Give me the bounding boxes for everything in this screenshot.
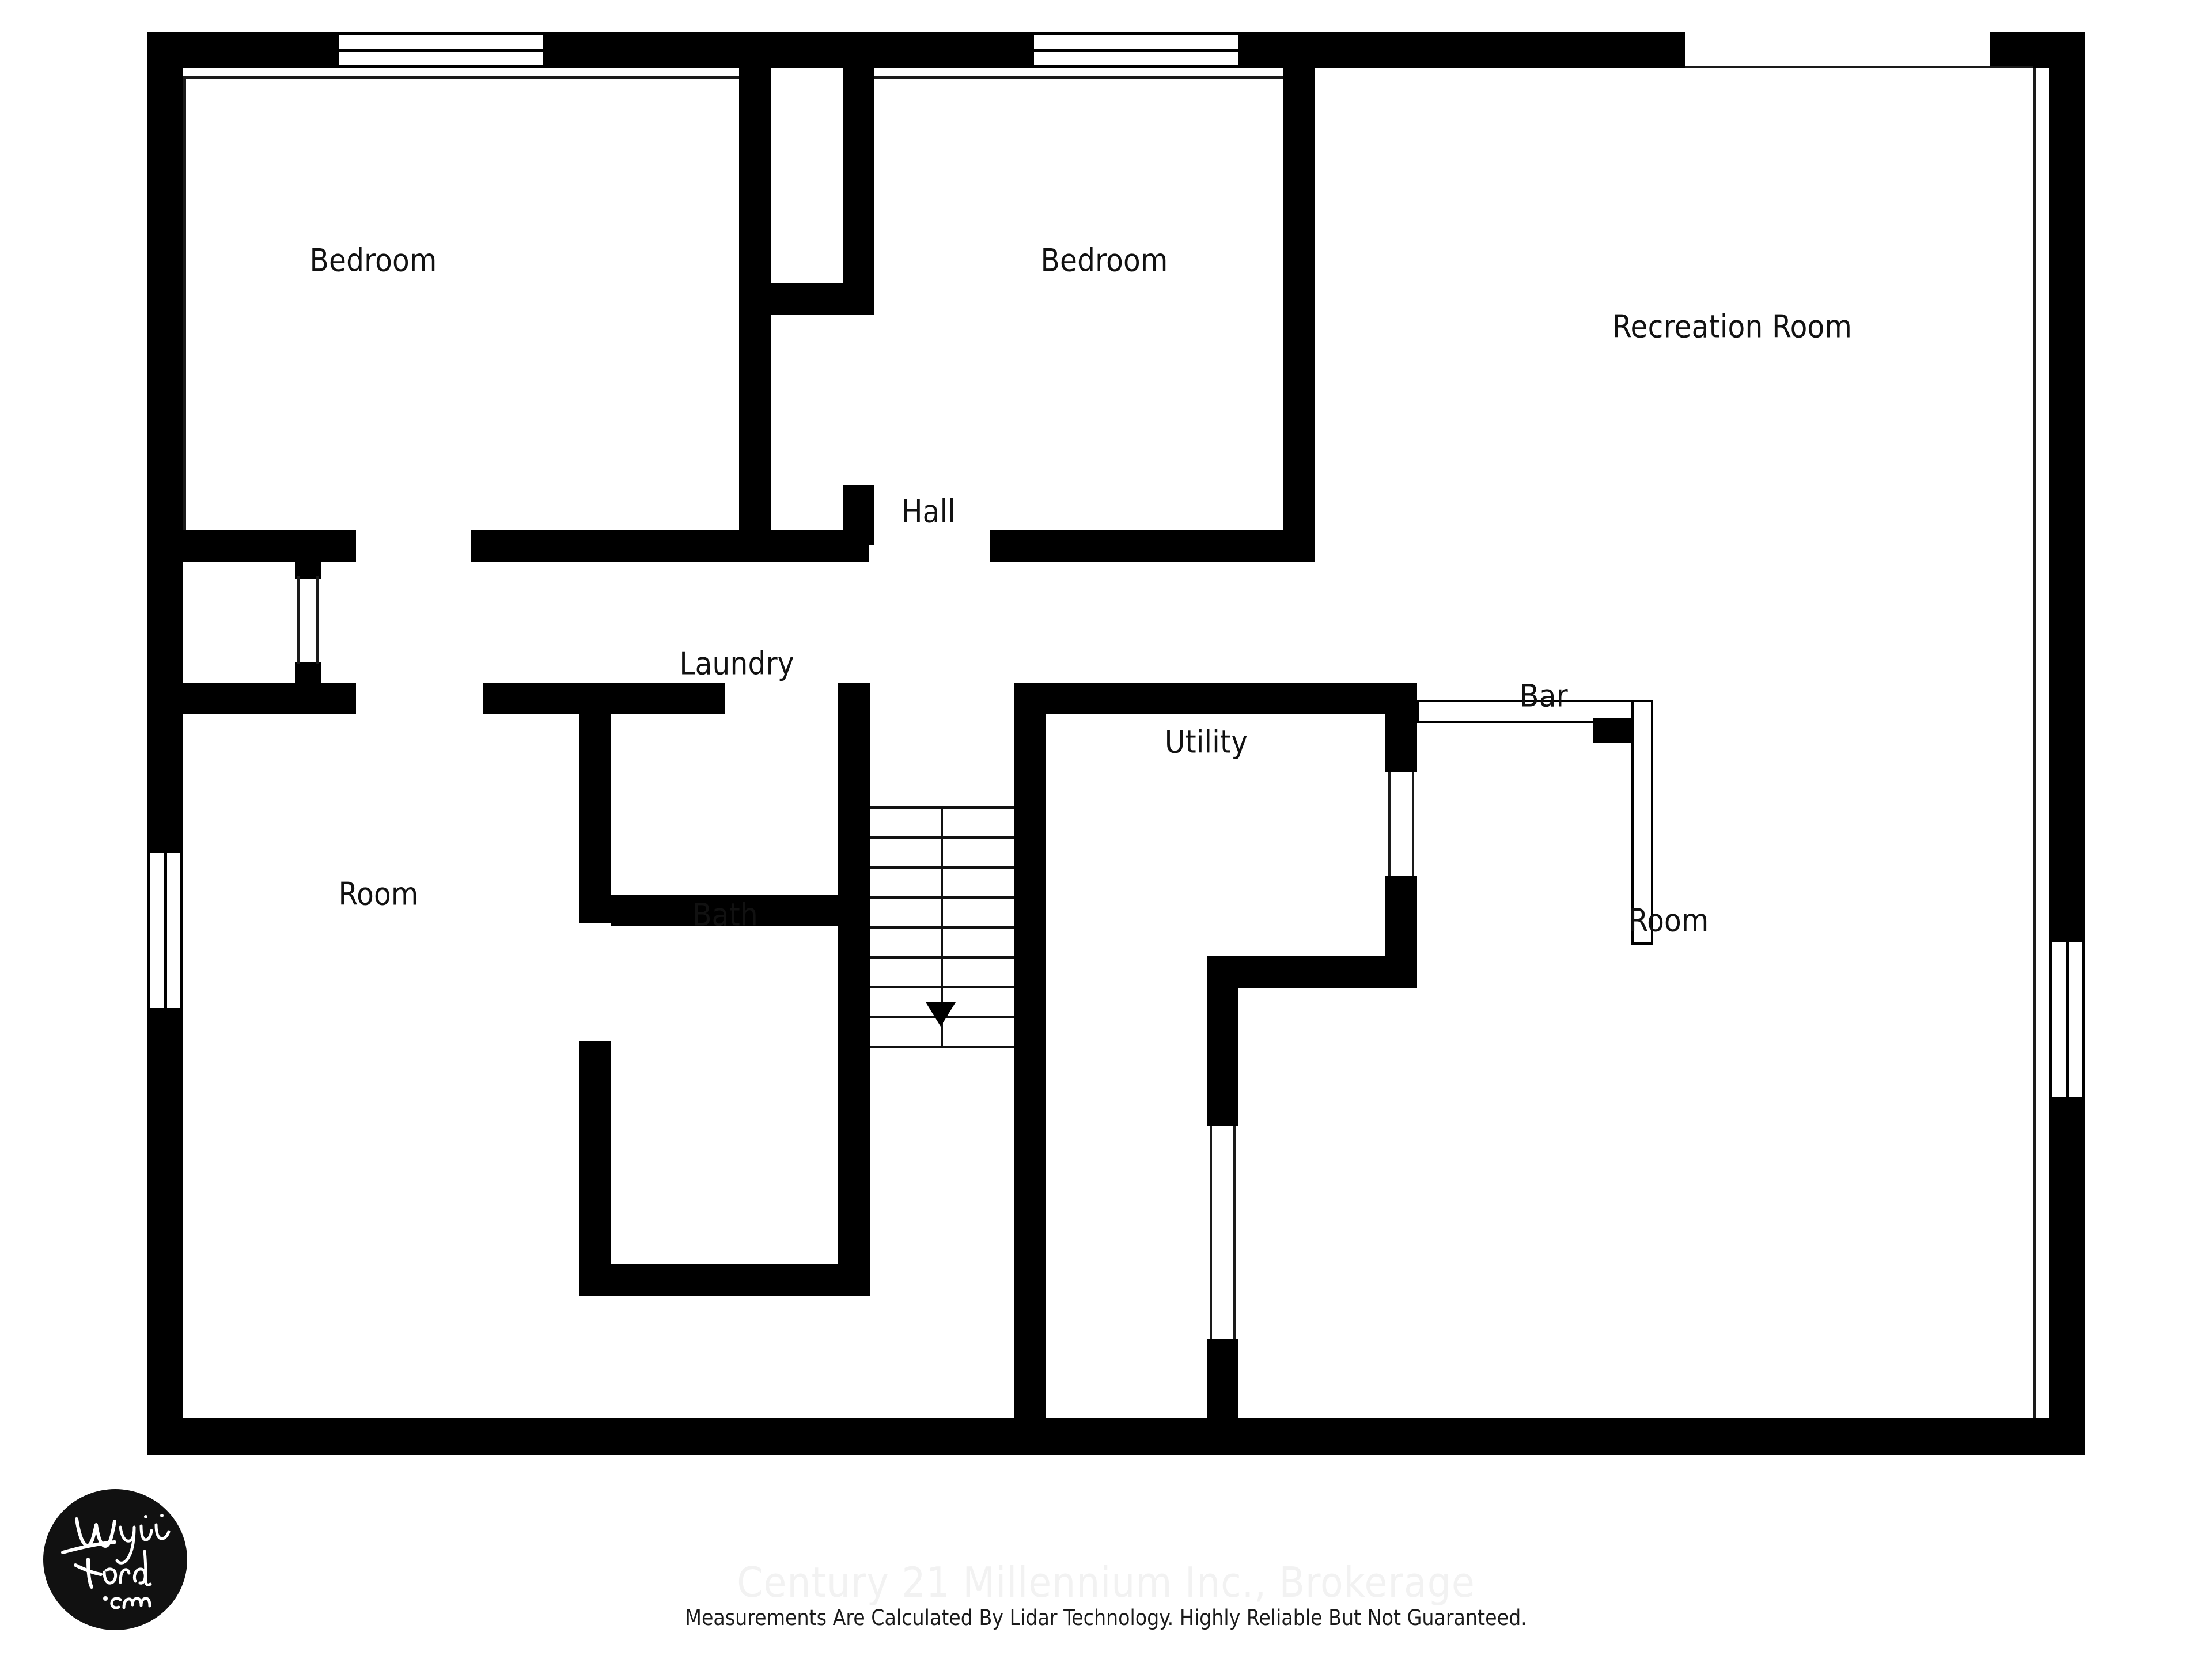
stair-tread xyxy=(870,866,1014,896)
window-left-side xyxy=(147,853,183,1008)
exterior-wall-right xyxy=(2049,32,2085,1455)
interior-wall-hall-north-center xyxy=(471,530,869,562)
utility-wall-left xyxy=(1014,683,1046,1455)
room-label-recreation-room: Recreation Room xyxy=(1612,308,1852,345)
measurement-disclaimer: Measurements Are Calculated By Lidar Tec… xyxy=(685,1605,1527,1630)
left-closet-door-line-a xyxy=(297,576,300,664)
bath-door-opening xyxy=(579,923,611,1041)
bath-wall-bottom xyxy=(579,1264,870,1296)
closet-door-opening xyxy=(843,315,874,485)
stair-tread xyxy=(870,836,1014,866)
bar-counter-post xyxy=(1593,718,1631,743)
bar-counter-side xyxy=(1631,700,1653,945)
room-label-bar: Bar xyxy=(1520,677,1568,714)
stair-tread xyxy=(870,1046,1014,1048)
utility-door-line-b xyxy=(1233,1126,1236,1339)
bath-wall-left-lower xyxy=(579,1041,611,1296)
room-label-bedroom-left: Bedroom xyxy=(309,242,437,279)
interior-wall-hall-north-right xyxy=(990,530,1315,562)
stairs xyxy=(870,806,1014,1048)
room-label-utility: Utility xyxy=(1164,724,1248,760)
utility-door-line-a xyxy=(1210,1126,1212,1339)
stair-tread xyxy=(870,896,1014,926)
utility-wall-bottom-jog xyxy=(1207,956,1417,988)
stair-tread xyxy=(870,926,1014,956)
wall-opening-top xyxy=(1685,32,1990,68)
utility-wall-right-upper xyxy=(1385,683,1417,772)
exterior-wall-left xyxy=(147,32,183,1455)
bedroom-right-finish-top xyxy=(874,76,1315,79)
bedroom-left-finish-left xyxy=(183,76,186,545)
stair-tread xyxy=(870,806,1014,836)
stair-tread xyxy=(870,956,1014,986)
closet-divider-wall xyxy=(739,283,874,315)
interior-finish-line-right xyxy=(2033,68,2036,1418)
room-label-bath: Bath xyxy=(692,896,758,933)
utility-door-opening-lower xyxy=(1207,1126,1238,1339)
room-label-room-left: Room xyxy=(338,876,419,912)
interior-wall-closet-bedroom-right xyxy=(843,68,874,286)
bath-wall-left-upper xyxy=(579,895,611,923)
exterior-wall-bottom xyxy=(147,1418,2085,1455)
bedroom-left-finish-top xyxy=(183,76,752,79)
room-label-laundry: Laundry xyxy=(679,645,794,682)
left-closet-door-line-b xyxy=(316,576,319,664)
room-label-hall: Hall xyxy=(901,493,956,530)
window-top-left xyxy=(339,32,543,68)
room-label-bedroom-right: Bedroom xyxy=(1040,242,1168,279)
utility-wall-inner-vertical xyxy=(1207,956,1238,1126)
interior-wall-hall-south-util xyxy=(1014,683,1417,714)
utility-wall-inner-vertical-bottom xyxy=(1207,1339,1238,1455)
utility-door-opening-upper xyxy=(1385,772,1417,876)
interior-wall-bedroom-right-rec xyxy=(1283,68,1315,545)
laundry-bath-wall-right xyxy=(838,683,870,1296)
wylie-ford-logo[interactable] xyxy=(43,1489,187,1630)
window-top-center xyxy=(1034,32,1238,68)
interior-wall-hall-south-left xyxy=(183,683,356,714)
stair-tread xyxy=(870,986,1014,1016)
brokerage-watermark: Century 21 Millennium Inc., Brokerage xyxy=(737,1558,1475,1607)
left-closet-post-upper xyxy=(295,550,321,579)
utility-upper-door-line-b xyxy=(1412,772,1414,876)
laundry-bath-divider xyxy=(579,895,870,926)
utility-upper-door-line-a xyxy=(1388,772,1391,876)
laundry-wall-left xyxy=(579,683,611,925)
interior-finish-line-top-right xyxy=(1685,66,2033,68)
window-right-side xyxy=(2049,942,2085,1097)
interior-wall-hall-north-left xyxy=(183,530,356,562)
stairs-down-arrow-icon xyxy=(926,1002,956,1027)
utility-wall-right-lower xyxy=(1385,876,1417,971)
room-label-room-right: Room xyxy=(1628,902,1709,939)
